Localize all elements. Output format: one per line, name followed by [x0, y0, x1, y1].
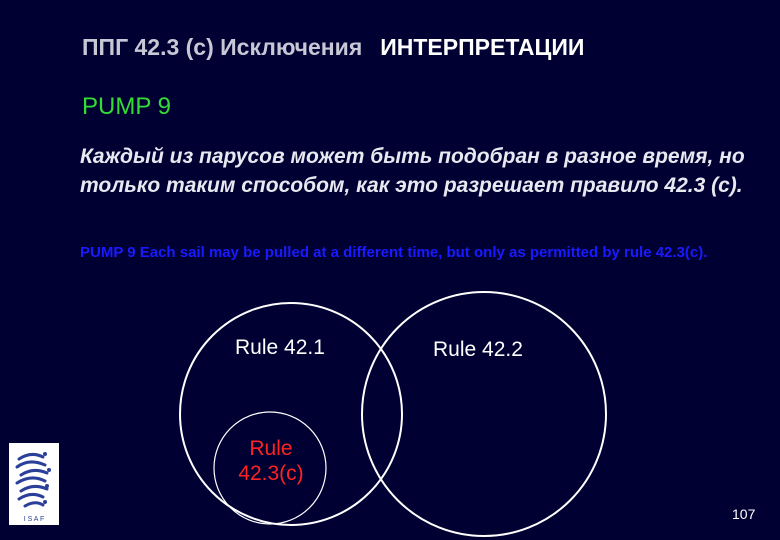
right-circle-label: Rule 42.2 [433, 338, 523, 361]
title-main: ППГ 42.3 (с) Исключения [82, 34, 363, 60]
isaf-logo: I S A F [9, 443, 59, 525]
russian-interpretation-text: Каждый из парусов может быть подобран в … [80, 145, 745, 197]
rule-42-3c-circle [213, 411, 327, 525]
left-circle-label: Rule 42.1 [235, 336, 325, 359]
inner-label-line-1: Rule [249, 437, 293, 460]
isaf-logo-graphic: I S A F [15, 452, 51, 523]
rule-42-2-circle [361, 291, 607, 537]
inner-circle-label: Rule 42.3(c) [226, 436, 316, 486]
title-accent: ИНТЕРПРЕТАЦИИ [380, 34, 585, 60]
english-interpretation-text: PUMP 9 Each sail may be pulled at a diff… [80, 244, 708, 261]
isaf-logo-letters: I S A F [24, 516, 45, 523]
page-number: 107 [732, 506, 756, 522]
pump-heading: PUMP 9 [82, 93, 171, 120]
rule-42-1-circle [179, 302, 403, 526]
inner-label-line-2: 42.3(c) [238, 462, 304, 485]
slide-title: ППГ 42.3 (с) Исключения ИНТЕРПРЕТАЦИИ [82, 34, 584, 61]
